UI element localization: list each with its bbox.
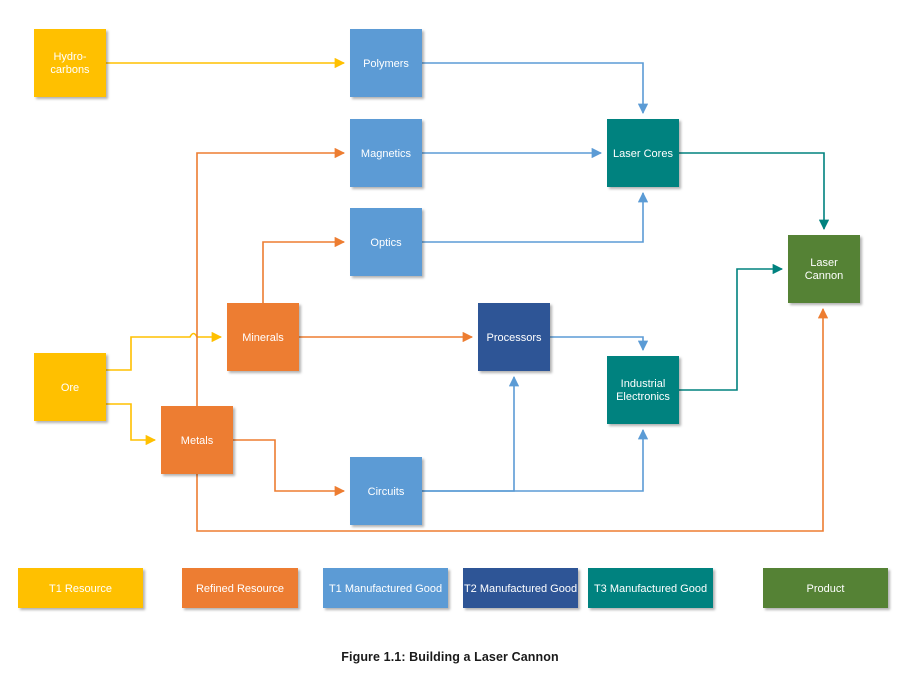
legend-swatch-t1-manufactured xyxy=(323,568,448,608)
edge-laser-cores-to-laser-cannon xyxy=(679,152,830,231)
edge-minerals-to-optics xyxy=(262,236,346,303)
edge-industrial-to-laser-cannon xyxy=(679,263,784,391)
legend-label-t1-resource: T1 Resource xyxy=(49,583,112,595)
node-label-laser_cores: Laser Cores xyxy=(613,148,673,160)
edge-circuits-to-processors xyxy=(422,375,520,492)
node-box-hydrocarbons xyxy=(34,29,106,97)
edge-circuits-to-industrial xyxy=(422,428,649,492)
node-box-industrial xyxy=(607,356,679,424)
legend-item-refined-resource[interactable]: Refined Resource xyxy=(182,568,298,608)
node-box-circuits xyxy=(350,457,422,525)
legend-label-product: Product xyxy=(807,583,845,595)
legend: T1 Resource Refined Resource T1 Manufactur… xyxy=(18,568,888,608)
legend-item-product[interactable]: Product xyxy=(763,568,888,608)
edge-optics-to-laser-cores xyxy=(422,191,649,243)
node-ore[interactable]: Ore xyxy=(34,353,106,421)
node-metals[interactable]: Metals xyxy=(161,406,233,474)
node-label-optics: Optics xyxy=(370,237,402,249)
node-box-laser_cannon xyxy=(788,235,860,303)
legend-swatch-product xyxy=(763,568,888,608)
legend-item-t1-manufactured[interactable]: T1 Manufactured Good xyxy=(323,568,448,608)
node-laser_cores[interactable]: Laser Cores xyxy=(607,119,679,187)
node-hydrocarbons[interactable]: Hydro-carbons xyxy=(34,29,106,97)
legend-swatch-t3-manufactured xyxy=(588,568,713,608)
legend-swatch-t1-resource xyxy=(18,568,143,608)
node-label-magnetics: Magnetics xyxy=(361,148,412,160)
edge-polymers-to-laser-cores xyxy=(422,62,649,115)
node-label-processors: Processors xyxy=(486,332,542,344)
node-label-polymers: Polymers xyxy=(363,58,409,70)
node-box-magnetics xyxy=(350,119,422,187)
node-label-minerals: Minerals xyxy=(242,332,284,344)
legend-label-t2-manufactured: T2 Manufactured Good xyxy=(464,583,577,595)
node-box-minerals xyxy=(227,303,299,371)
edge-layer xyxy=(106,57,830,532)
node-minerals[interactable]: Minerals xyxy=(227,303,299,371)
node-label-circuits: Circuits xyxy=(368,486,405,498)
node-processors[interactable]: Processors xyxy=(478,303,550,371)
node-box-optics xyxy=(350,208,422,276)
figure-caption: Figure 1.1: Building a Laser Cannon xyxy=(341,650,559,664)
edge-processors-to-industrial xyxy=(550,336,649,352)
node-label-ore: Ore xyxy=(61,382,79,394)
node-box-metals xyxy=(161,406,233,474)
edge-metals-to-magnetics xyxy=(196,147,346,406)
node-optics[interactable]: Optics xyxy=(350,208,422,276)
edge-ore-to-minerals xyxy=(106,331,223,371)
legend-label-t3-manufactured: T3 Manufactured Good xyxy=(594,583,707,595)
node-magnetics[interactable]: Magnetics xyxy=(350,119,422,187)
node-polymers[interactable]: Polymers xyxy=(350,29,422,97)
node-box-polymers xyxy=(350,29,422,97)
edge-metals-to-circuits xyxy=(233,439,346,497)
node-box-processors xyxy=(478,303,550,371)
legend-label-refined-resource: Refined Resource xyxy=(196,583,284,595)
edge-metals-to-laser-cannon xyxy=(196,307,829,532)
node-box-ore xyxy=(34,353,106,421)
legend-item-t3-manufactured[interactable]: T3 Manufactured Good xyxy=(588,568,713,608)
node-label-hydrocarbons: Hydro-carbons xyxy=(50,51,90,76)
node-box-laser_cores xyxy=(607,119,679,187)
legend-swatch-refined-resource xyxy=(182,568,298,608)
edge-ore-to-metals xyxy=(106,403,157,446)
node-circuits[interactable]: Circuits xyxy=(350,457,422,525)
legend-item-t2-manufactured[interactable]: T2 Manufactured Good xyxy=(463,568,578,608)
node-label-metals: Metals xyxy=(181,435,214,447)
legend-label-t1-manufactured: T1 Manufactured Good xyxy=(329,583,442,595)
legend-item-t1-resource[interactable]: T1 Resource xyxy=(18,568,143,608)
legend-swatch-t2-manufactured xyxy=(463,568,578,608)
